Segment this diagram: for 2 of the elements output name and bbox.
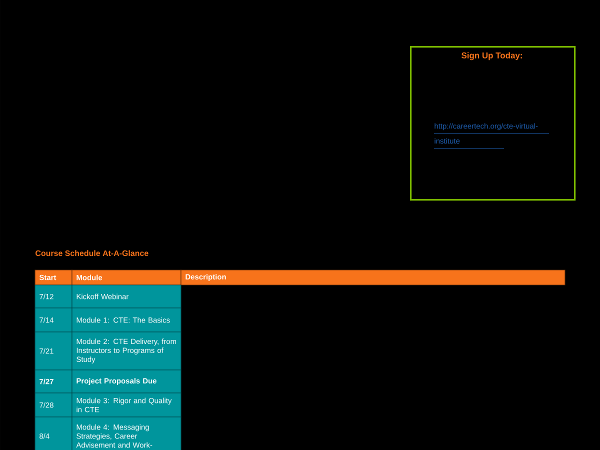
signup-box xyxy=(410,46,576,201)
box-heading: Sign Up Today: xyxy=(462,52,522,60)
